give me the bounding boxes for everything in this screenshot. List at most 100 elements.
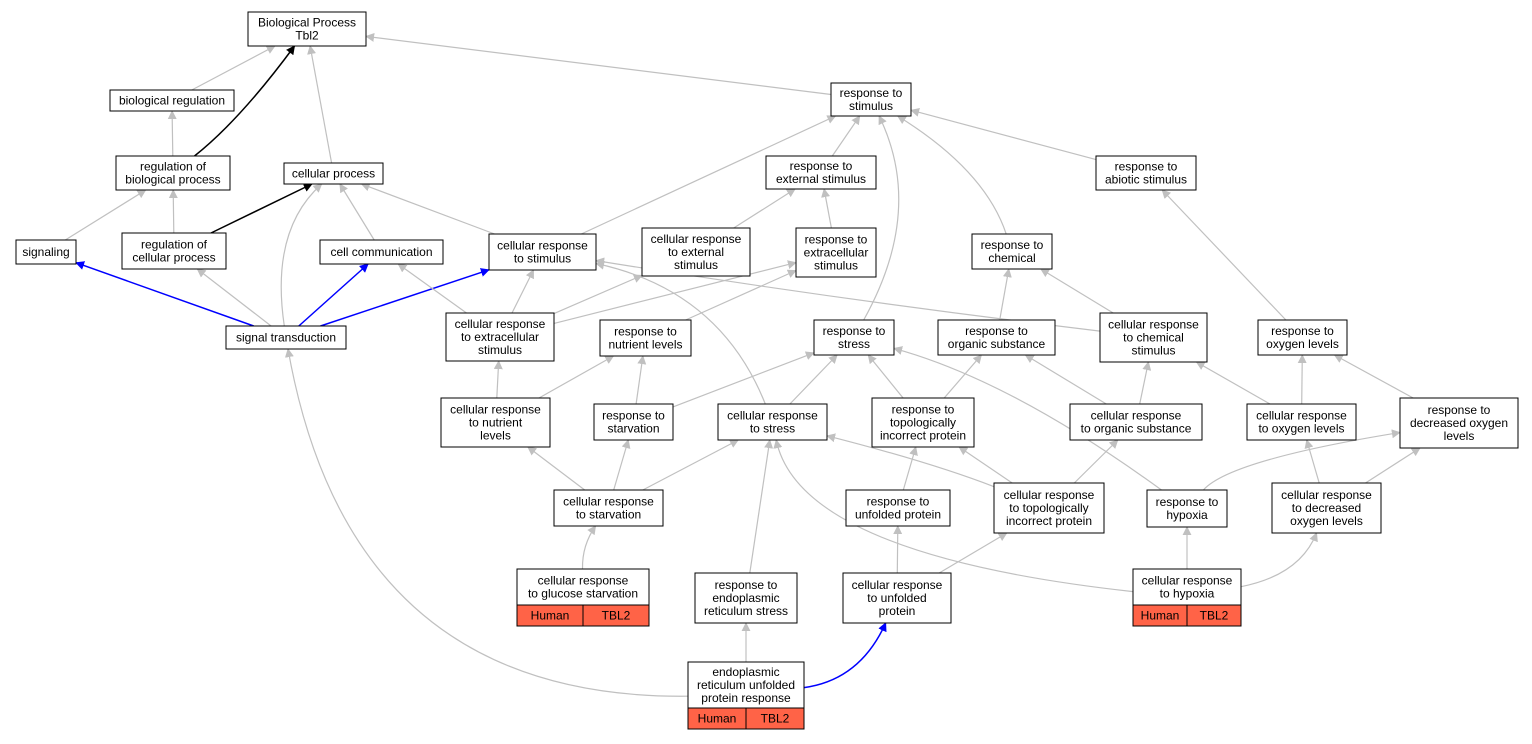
node-label-line: response to — [892, 403, 955, 417]
node-label-line: to oxygen levels — [1258, 422, 1344, 436]
node-box — [993, 482, 1105, 534]
node-box — [319, 239, 444, 265]
node-label-line: abiotic stimulus — [1105, 173, 1187, 187]
node-box — [115, 155, 231, 191]
node-label-line: to unfolded — [867, 591, 926, 605]
node-box — [445, 312, 555, 362]
edge-response-to-hypoxia-to-response-to-stress — [893, 346, 1162, 491]
node-signal-transduction[interactable]: signal transduction — [225, 325, 347, 350]
edge-cellular-response-to-hypoxia-to-cellular-response-to-stress — [773, 439, 1134, 593]
node-label-line: signaling — [22, 245, 69, 259]
edge-cellular-response-to-glucose-starvation-to-cellular-response-to-starvation — [581, 525, 597, 570]
edge-signaling-to-regulation-of-biological-process — [64, 189, 147, 241]
node-label-line: starvation — [607, 422, 659, 436]
node-label-line: cellular process — [132, 251, 215, 265]
node-label-line: response to — [867, 495, 930, 509]
edge-response-to-external-stimulus-to-response-to-stimulus — [831, 115, 861, 157]
edge-cellular-response-to-topologically-incorrect-protein-to-response-to-topologically-incorrect-protein — [958, 446, 1013, 484]
node-cellular-process[interactable]: cellular process — [283, 162, 384, 185]
edge-response-to-endoplasmic-reticulum-stress-to-cellular-response-to-stress — [749, 439, 774, 574]
node-box — [15, 239, 77, 265]
edge-cellular-response-to-topologically-incorrect-protein-to-cellular-response-to-stress — [826, 433, 995, 488]
node-box — [842, 572, 952, 624]
node-label-line: to starvation — [576, 508, 641, 522]
edge-cellular-response-to-unfolded-protein-to-response-to-unfolded-protein — [893, 525, 903, 574]
node-box — [1132, 568, 1242, 606]
node-box — [1257, 319, 1348, 356]
node-biological-regulation[interactable]: biological regulation — [109, 89, 235, 112]
node-box — [247, 11, 367, 47]
node-cell-communication[interactable]: cell communication — [319, 239, 444, 265]
edge-signal-transduction-to-cellular-response-to-stimulus — [320, 268, 490, 327]
node-label-line: to stress — [750, 422, 795, 436]
node-label-line: to nutrient — [469, 416, 523, 430]
node-box — [1095, 155, 1197, 191]
node-box — [1399, 397, 1519, 449]
edge-cellular-response-to-stress-to-response-to-stress — [789, 354, 838, 405]
edge-cellular-response-to-nutrient-levels-to-cellular-response-to-extracellular-stimulus — [493, 360, 503, 399]
node-box — [283, 162, 384, 185]
edge-response-to-starvation-to-response-to-stress — [672, 351, 815, 408]
node-box — [593, 403, 674, 441]
node-label-line: incorrect protein — [1006, 514, 1092, 528]
node-label-line: response to — [823, 324, 886, 338]
node-label-line: oxygen levels — [1266, 337, 1339, 351]
node-box — [694, 572, 798, 624]
node-box — [1099, 312, 1208, 363]
edge-response-to-stress-to-response-to-stimulus — [863, 115, 900, 321]
node-label-line: response to — [1115, 160, 1178, 174]
node-label-line: cellular response — [852, 578, 943, 592]
node-label-line: endoplasmic — [712, 665, 779, 679]
node-label-line: stimulus — [1131, 344, 1175, 358]
node-label-line: response to — [1428, 403, 1491, 417]
edge-response-to-organic-substance-to-response-to-chemical — [999, 268, 1012, 321]
node-label-line: cellular process — [292, 167, 375, 181]
node-label-line: cellular response — [1108, 318, 1199, 332]
edge-cellular-response-to-oxygen-levels-to-response-to-oxygen-levels — [1297, 354, 1307, 405]
node-label-line: cellular response — [450, 403, 541, 417]
edge-biological-regulation-to-root — [191, 45, 276, 91]
node-label-line: cellular response — [1256, 409, 1347, 423]
node-label-line: stimulus — [814, 259, 858, 273]
edge-cellular-response-to-extracellular-stimulus-to-cell-communication — [397, 263, 467, 314]
node-box — [641, 227, 751, 277]
node-box — [488, 233, 597, 271]
node-signaling[interactable]: signaling — [15, 239, 77, 265]
edge-cellular-response-to-external-stimulus-to-response-to-external-stimulus — [733, 188, 796, 229]
node-box — [687, 661, 805, 709]
edge-response-to-decreased-oxygen-levels-to-response-to-oxygen-levels — [1333, 354, 1414, 399]
